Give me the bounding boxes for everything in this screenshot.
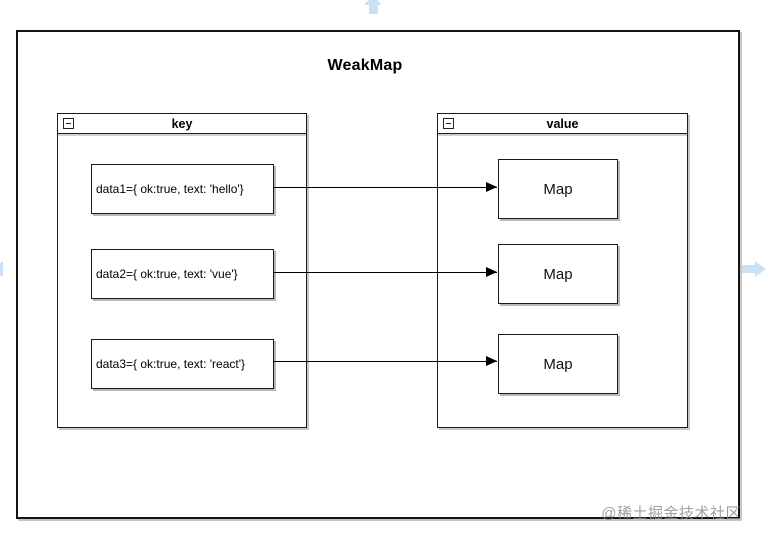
key-node-label: data1={ ok:true, text: 'hello'}: [96, 182, 244, 196]
key-node-label: data2={ ok:true, text: 'vue'}: [96, 267, 238, 281]
map-node-label: Map: [543, 265, 573, 283]
minimize-icon[interactable]: [63, 118, 74, 129]
value-window-titlebar: value: [438, 114, 687, 134]
key-node-label: data3={ ok:true, text: 'react'}: [96, 357, 246, 371]
nav-up-arrow-head: [364, 0, 382, 5]
nav-left-arrow-head: [0, 261, 3, 277]
nav-up-arrow-body: [369, 5, 378, 14]
map-node-1: Map: [498, 159, 618, 219]
connector-arrow-data1-to-map: [273, 182, 497, 192]
value-window: value Map Map Map: [437, 113, 688, 428]
connector-arrow-data3-to-map: [273, 356, 497, 366]
nav-right-arrow-head: [755, 261, 766, 277]
map-node-2: Map: [498, 244, 618, 304]
key-node-data2: data2={ ok:true, text: 'vue'}: [91, 249, 274, 299]
nav-right-arrow-body: [742, 265, 755, 273]
map-node-label: Map: [543, 355, 573, 373]
key-node-data3: data3={ ok:true, text: 'react'}: [91, 339, 274, 389]
key-window-title: key: [171, 116, 193, 131]
connector-arrow-data2-to-map: [273, 267, 497, 277]
map-node-label: Map: [543, 180, 573, 198]
minimize-icon[interactable]: [443, 118, 454, 129]
watermark-text: @稀土掘金技术社区: [601, 505, 741, 522]
key-node-data1: data1={ ok:true, text: 'hello'}: [91, 164, 274, 214]
key-window: key data1={ ok:true, text: 'hello'} data…: [57, 113, 307, 428]
map-node-3: Map: [498, 334, 618, 394]
diagram-title: WeakMap: [327, 57, 403, 74]
value-window-title: value: [546, 116, 579, 131]
key-window-titlebar: key: [58, 114, 306, 134]
